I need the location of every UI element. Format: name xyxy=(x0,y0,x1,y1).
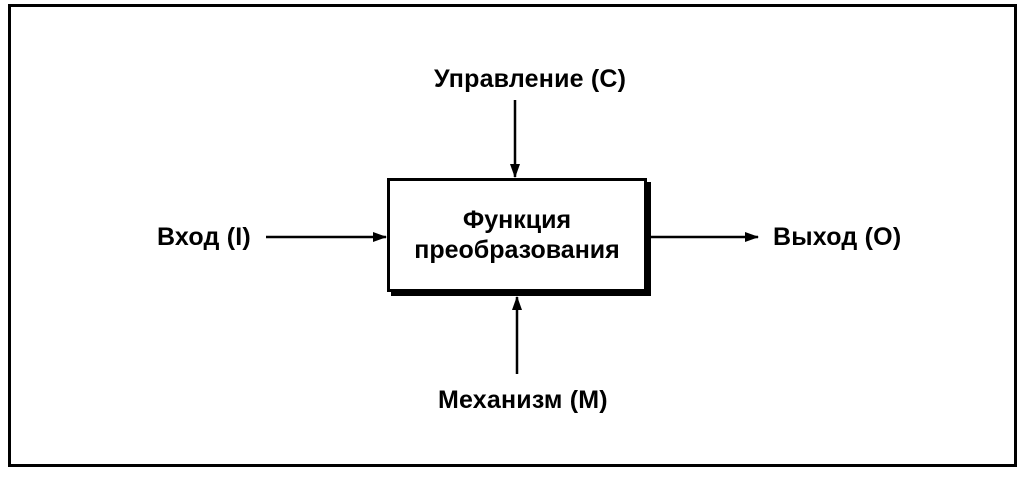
mechanism-label: Механизм (М) xyxy=(438,386,608,414)
diagram-frame xyxy=(8,4,1017,467)
function-box-line1: Функция xyxy=(462,206,572,234)
function-box-line2: преобразования xyxy=(414,236,620,264)
output-label: Выход (О) xyxy=(773,223,902,251)
control-label: Управление (С) xyxy=(434,65,627,93)
function-box: Функция преобразования xyxy=(387,178,647,292)
input-label: Вход (I) xyxy=(157,223,251,251)
